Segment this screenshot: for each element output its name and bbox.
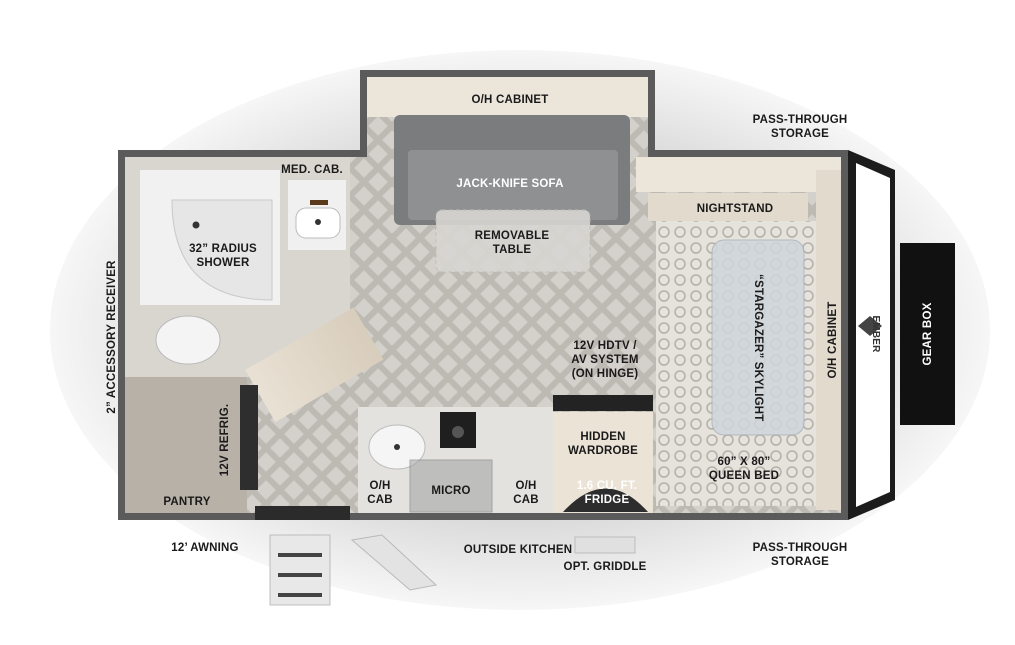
bath-door xyxy=(245,307,384,422)
gear-box xyxy=(900,243,955,425)
toilet-icon xyxy=(155,315,221,365)
label-oh-cabinet-right: O/H CABINET xyxy=(827,301,839,379)
entry-door-open xyxy=(350,534,438,591)
label-oh-cab-right: O/H CAB xyxy=(513,480,539,506)
nightstand xyxy=(648,193,808,221)
galley-sink-drain-icon xyxy=(394,444,400,450)
burner-icon xyxy=(452,426,464,438)
label-refrig: 12V REFRIG. xyxy=(219,403,231,477)
shower-drain-icon xyxy=(192,221,200,229)
entry-door-step xyxy=(255,506,350,520)
fridge xyxy=(563,488,648,512)
label-nightstand: NIGHTSTAND xyxy=(696,203,774,215)
label-removable-table: REMOVABLE TABLE xyxy=(474,230,550,256)
faucet-icon xyxy=(310,200,328,205)
label-jack-knife-sofa: JACK-KNIFE SOFA xyxy=(456,178,564,190)
tv-panel xyxy=(553,395,653,411)
label-stargazer-skylight: “STARGAZER” SKYLIGHT xyxy=(752,274,764,422)
sofa-cushion xyxy=(408,150,618,220)
label-med-cab: MED. CAB. xyxy=(281,164,343,176)
front-cap-face xyxy=(856,163,890,507)
label-accessory-receiver: 2” ACCESSORY RECEIVER xyxy=(106,260,118,414)
label-shower: 32” RADIUS SHOWER xyxy=(189,243,257,269)
oh-cabinet-right xyxy=(816,170,841,510)
opt-griddle xyxy=(574,536,636,554)
label-hidden-wardrobe: HIDDEN WARDROBE xyxy=(568,431,638,457)
label-queen-bed: 60” X 80” QUEEN BED xyxy=(708,456,780,482)
bed-headboard-shelf xyxy=(636,157,841,192)
label-gear-box: GEAR BOX xyxy=(922,302,934,366)
label-outside-kitchen: OUTSIDE KITCHEN xyxy=(463,544,573,556)
label-pass-through-storage-top: PASS-THROUGH STORAGE xyxy=(752,114,848,140)
label-micro: MICRO xyxy=(431,485,471,497)
brand-logo-icon xyxy=(858,316,882,336)
label-pantry: PANTRY xyxy=(163,496,211,508)
stargazer-skylight xyxy=(711,239,805,436)
brand-mark: EMBER xyxy=(870,315,881,353)
label-awning: 12’ AWNING xyxy=(171,542,239,554)
label-fridge: 1.6 CU. FT. FRIDGE xyxy=(576,480,638,506)
pantry xyxy=(125,377,247,513)
label-hdtv: 12V HDTV / AV SYSTEM (ON HINGE) xyxy=(571,340,639,380)
label-oh-cab-left: O/H CAB xyxy=(367,480,393,506)
label-pass-through-storage-bottom: PASS-THROUGH STORAGE xyxy=(752,542,848,568)
label-opt-griddle: OPT. GRIDDLE xyxy=(563,561,647,573)
refrig-door xyxy=(240,385,258,490)
oh-cabinet-top xyxy=(367,77,648,117)
microwave xyxy=(409,459,493,513)
sink-drain-icon xyxy=(315,219,321,225)
removable-table xyxy=(435,209,591,273)
label-oh-cabinet-top: O/H CABINET xyxy=(471,94,549,106)
